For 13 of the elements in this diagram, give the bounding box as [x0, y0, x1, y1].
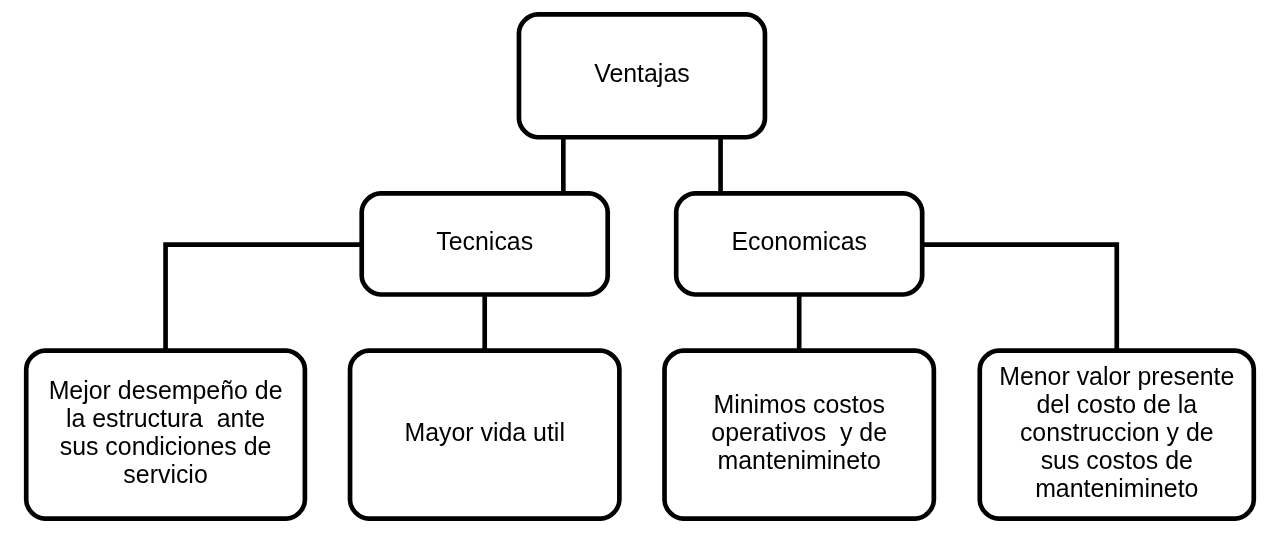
node-box: Economicas — [673, 191, 924, 297]
node-box: Ventajas — [516, 11, 767, 140]
connector — [921, 242, 1119, 351]
node-box: Tecnicas — [358, 191, 610, 297]
connector — [162, 242, 361, 351]
node-box: Mejor desempeño de la estructura ante sus condiciones de servicio — [23, 348, 307, 522]
node-box: Minimos costos operativos y de mantenimineto — [661, 348, 936, 522]
connector — [560, 137, 566, 194]
connector — [481, 294, 487, 350]
connector — [796, 294, 801, 350]
node-box: Mayor vida util — [347, 348, 622, 522]
connector — [717, 137, 723, 194]
node-box: Menor valor presente del costo de la construccion y de sus costos de mantenimineto — [976, 348, 1256, 522]
